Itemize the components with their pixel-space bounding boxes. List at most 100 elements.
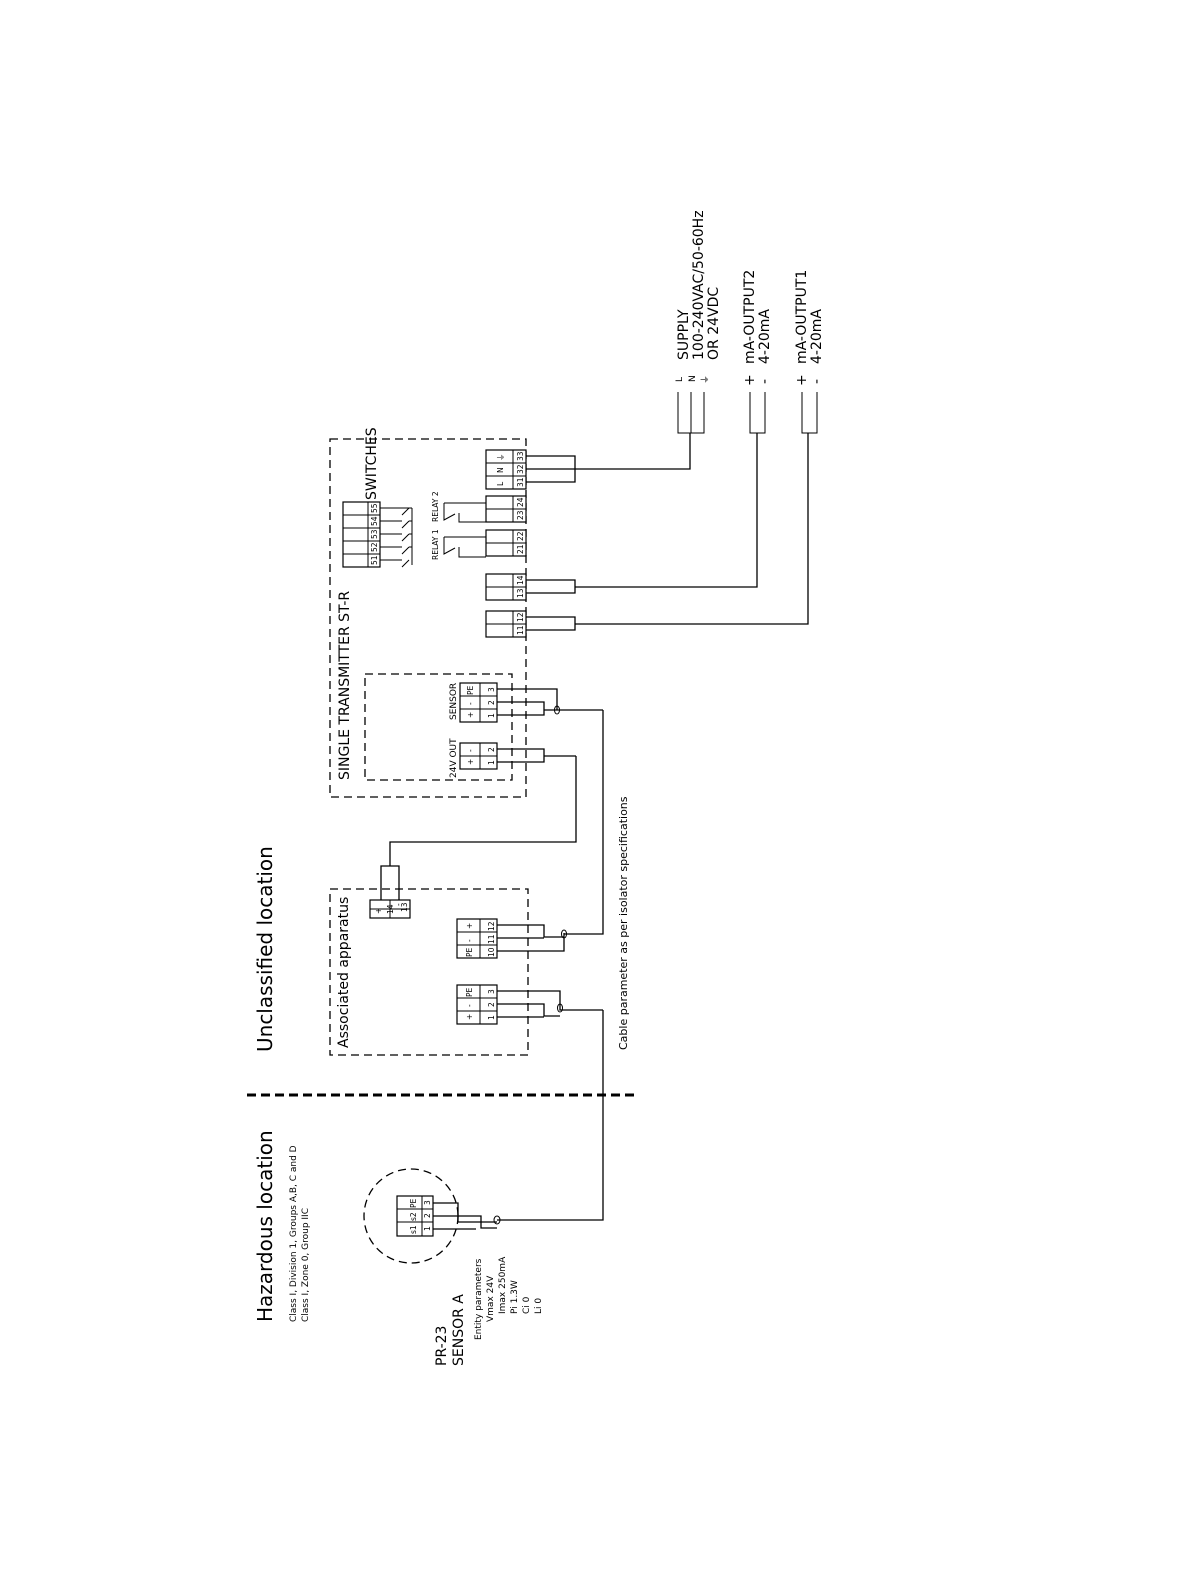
tx-sensor-num-2: 2: [487, 700, 496, 705]
assoc-b1-num-3: 3: [487, 989, 496, 994]
assoc-b2-label-1: PE: [465, 947, 474, 957]
output2-line-2: 4-20mA: [757, 309, 773, 364]
supply-term-sign-n: N: [496, 467, 505, 473]
assoc-b3-num-13: 13: [400, 902, 409, 912]
associated-block-1: + - PE 1 2 3: [456, 984, 498, 1025]
switch-num-55: 55: [370, 503, 379, 513]
cable-note: Cable parameter as per isolator specific…: [617, 796, 630, 1050]
output2-loop: [526, 579, 576, 594]
assoc-b3-num-14: 14: [386, 904, 395, 914]
entity-title: Entity parameters: [474, 1258, 484, 1340]
supply-term-sign-ground: ⏚: [496, 454, 505, 462]
entity-param-pi: Pi 1.3W: [510, 1280, 520, 1314]
supply-line-3: OR 24VDC: [706, 287, 722, 360]
supply-loop: [526, 455, 576, 483]
entity-param-vmax: Vmax 24V: [486, 1275, 496, 1322]
switch-num-51: 51: [370, 555, 379, 565]
assoc-b1-label-2: -: [465, 1004, 474, 1007]
sensor-wire-pe: [433, 1202, 497, 1223]
relay-1: RELAY 1 21 22: [431, 529, 527, 560]
switches-label: SWITCHES: [364, 427, 380, 500]
output1-num-12: 12: [516, 612, 525, 622]
output1-line-2: 4-20mA: [809, 309, 825, 364]
sensor-term-label-1: s1: [409, 1225, 418, 1234]
output2-terminals: 13 14: [485, 573, 527, 601]
assoc-b1-label-1: +: [465, 1014, 474, 1020]
output2-num-13: 13: [516, 588, 525, 598]
assoc-b1-wire-2: [497, 1003, 560, 1017]
entity-param-li: Li 0: [534, 1298, 544, 1314]
output1-line-1: mA-OUTPUT1: [794, 270, 810, 364]
output2-sign-plus: +: [742, 374, 758, 386]
output1-loop: [526, 616, 576, 631]
transmitter-box: [329, 438, 527, 798]
output1-terminals: 11 12: [485, 610, 527, 638]
supply-line-2: 100-240VAC/50-60Hz: [691, 210, 707, 360]
out-sign-plus: +: [466, 759, 475, 765]
assoc-b2-num-3: 12: [487, 921, 496, 931]
out-sign-minus: -: [466, 749, 475, 752]
output1-num-11: 11: [516, 625, 525, 635]
assoc-b1-num-1: 1: [487, 1015, 496, 1020]
tx-sensor-sign-plus: +: [466, 712, 475, 718]
unclassified-title: Unclassified location: [253, 846, 277, 1052]
sensor-cable: [497, 1010, 604, 1221]
out-num-2: 2: [487, 747, 496, 752]
assoc-b2-label-3: +: [465, 923, 474, 929]
assoc-b3-label-plus: +: [374, 908, 383, 914]
switch-num-54: 54: [370, 516, 379, 526]
relay-2: RELAY 2 23 24: [431, 491, 527, 523]
assoc-b1-label-3: PE: [465, 987, 474, 997]
transmitter-sensor-terminals: SENSOR + - PE 1 2 3: [449, 682, 498, 723]
associated-apparatus-box: [329, 888, 529, 1056]
sensor-terms-label: SENSOR: [449, 683, 459, 720]
supply-term-num-32: 32: [516, 464, 525, 474]
output2-connection: + - mA-OUTPUT2 4-20mA: [742, 270, 773, 434]
tx-sensor-sign-minus: -: [466, 702, 475, 705]
supply-cable: [575, 433, 691, 470]
supply-term-num-31: 31: [516, 477, 525, 487]
relay-1-num-21: 21: [516, 544, 525, 554]
output2-cable: [575, 433, 758, 588]
sensor-name: SENSOR A: [451, 1294, 467, 1366]
entity-param-ci: Ci 0: [522, 1296, 532, 1314]
assoc-b3-loop: [380, 865, 400, 900]
entity-param-imax: Imax 250mA: [498, 1256, 508, 1314]
hazardous-class-1: Class I, Division 1, Groups A,B, C and D: [289, 1145, 299, 1322]
assoc-b2-wire-pe: [497, 933, 565, 952]
associated-block-2: PE - + 10 11 12: [456, 918, 498, 959]
supply-sign-n: N: [688, 375, 698, 382]
assoc-b1-num-2: 2: [487, 1002, 496, 1007]
out-label: 24V OUT: [449, 738, 459, 778]
supply-terminals: L N ⏚ 31 32 33: [485, 449, 527, 490]
output1-cable: [575, 433, 809, 625]
tx-sensor-num-3: 3: [487, 687, 496, 692]
switches-block: 51 52 53 54 55 SWITCHES: [342, 427, 413, 568]
tx-sensor-loop: [497, 701, 545, 716]
hazardous-class-2: Class I, Zone 0, Group IIC: [301, 1208, 311, 1322]
relay-2-label: RELAY 2: [431, 491, 440, 522]
power-cable: [389, 756, 577, 866]
switch-num-52: 52: [370, 542, 379, 552]
sensor-term-num-1: 1: [423, 1226, 432, 1231]
relay-2-num-23: 23: [516, 510, 525, 520]
assoc-b1-wire-pe: [497, 990, 603, 1011]
sensor-model: PR-23: [434, 1326, 450, 1366]
supply-sign-ground: ⏚: [700, 375, 711, 384]
transmitter-title: SINGLE TRANSMITTER ST-R: [337, 591, 353, 780]
sensor-term-label-3: PE: [409, 1198, 418, 1208]
hazardous-title: Hazardous location: [253, 1130, 277, 1322]
assoc-b2-num-2: 11: [487, 934, 496, 944]
assoc-b2-wire-plus: [497, 924, 564, 938]
assoc-b2-cable: [564, 710, 604, 935]
assoc-b2-label-2: -: [465, 939, 474, 942]
out-loop: [497, 748, 545, 763]
supply-term-num-33: 33: [516, 451, 525, 461]
supply-term-sign-l: L: [496, 481, 505, 486]
associated-title: Associated apparatus: [336, 897, 352, 1048]
transmitter-inner-box: [364, 673, 513, 781]
tx-sensor-wire-pe: [497, 688, 558, 710]
switch-num-53: 53: [370, 529, 379, 539]
out-num-1: 1: [487, 760, 496, 765]
